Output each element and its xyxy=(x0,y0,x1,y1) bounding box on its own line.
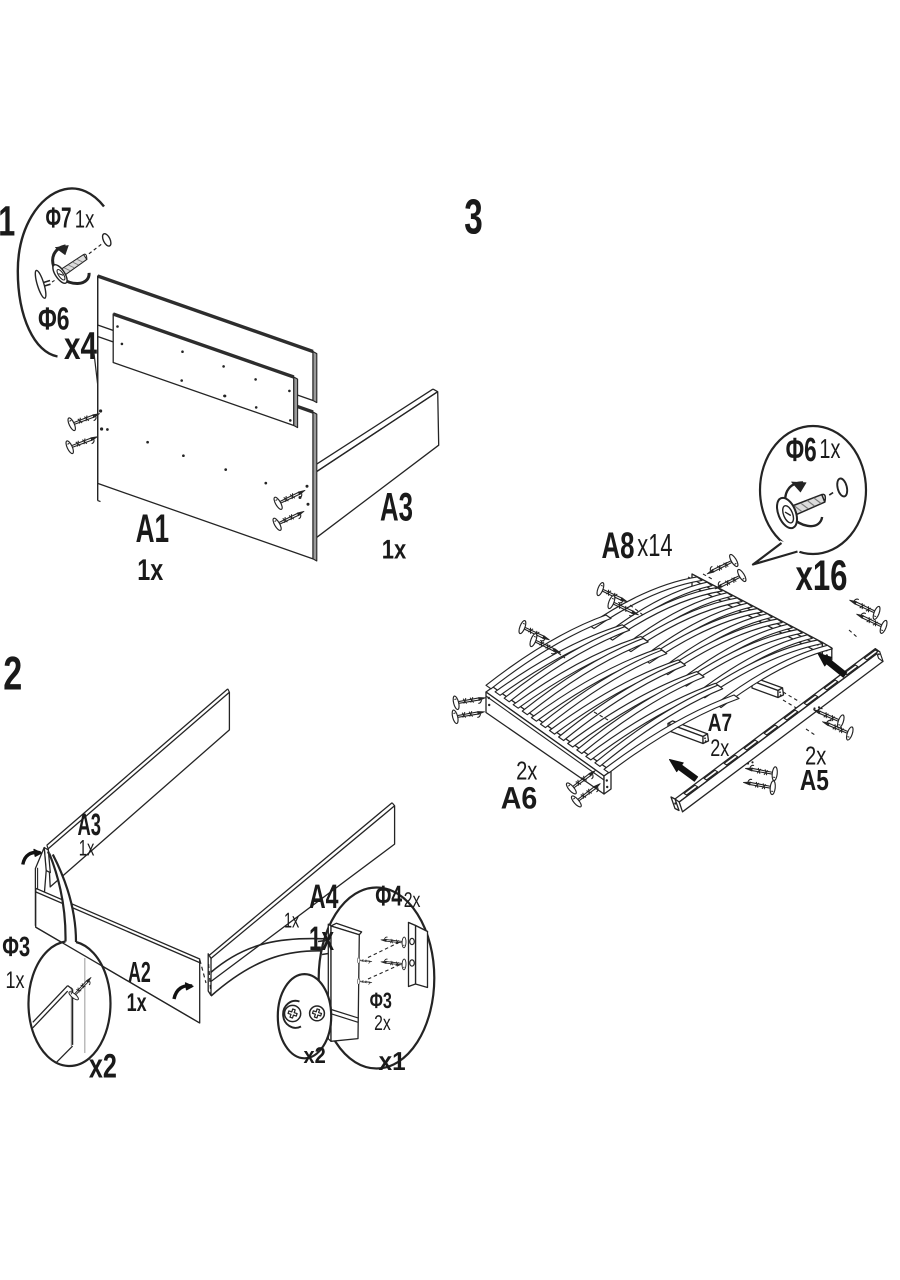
svg-text:1x: 1x xyxy=(6,967,25,994)
svg-text:x4: x4 xyxy=(64,325,97,368)
svg-text:2x: 2x xyxy=(805,740,826,770)
svg-text:Φ7: Φ7 xyxy=(46,203,72,235)
svg-text:2: 2 xyxy=(3,648,22,701)
svg-text:A5: A5 xyxy=(800,765,829,797)
svg-text:2x: 2x xyxy=(404,888,421,912)
svg-text:x14: x14 xyxy=(637,527,672,563)
svg-text:A4: A4 xyxy=(309,878,339,916)
svg-text:Φ4: Φ4 xyxy=(375,881,402,913)
svg-text:Φ6: Φ6 xyxy=(786,432,817,469)
svg-text:1x: 1x xyxy=(819,433,840,464)
svg-text:A2: A2 xyxy=(128,957,151,989)
svg-text:1x: 1x xyxy=(127,989,148,1017)
svg-text:1x: 1x xyxy=(309,920,334,958)
svg-text:1x: 1x xyxy=(75,205,95,233)
svg-text:1: 1 xyxy=(0,198,15,245)
svg-text:x2: x2 xyxy=(304,1042,326,1068)
svg-text:A7: A7 xyxy=(708,709,732,737)
svg-text:x2: x2 xyxy=(89,1048,117,1086)
svg-text:1x: 1x xyxy=(79,835,95,860)
svg-text:2x: 2x xyxy=(710,735,729,762)
svg-text:Φ3: Φ3 xyxy=(370,988,392,1013)
svg-text:2x: 2x xyxy=(516,756,537,786)
svg-text:x16: x16 xyxy=(796,552,848,600)
svg-text:Φ6: Φ6 xyxy=(38,301,70,337)
svg-text:2x: 2x xyxy=(374,1011,391,1035)
svg-text:1x: 1x xyxy=(382,535,407,565)
svg-text:Φ3: Φ3 xyxy=(2,931,30,962)
svg-text:1x: 1x xyxy=(284,908,300,932)
svg-text:A6: A6 xyxy=(501,781,538,816)
svg-text:A3: A3 xyxy=(380,486,413,530)
svg-text:A3: A3 xyxy=(78,807,102,842)
svg-text:A1: A1 xyxy=(136,507,170,551)
svg-text:1x: 1x xyxy=(137,554,163,587)
svg-text:3: 3 xyxy=(464,189,483,244)
svg-text:x1: x1 xyxy=(379,1046,406,1076)
svg-text:A8: A8 xyxy=(602,525,635,566)
